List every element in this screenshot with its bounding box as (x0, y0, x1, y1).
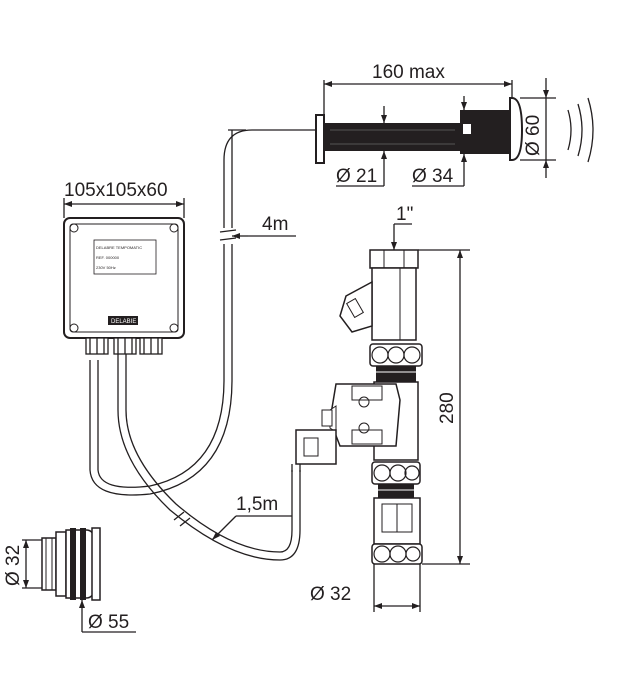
valve-height-label: 280 (437, 392, 458, 424)
wall-connector: Ø 32 Ø 55 (3, 527, 136, 633)
tube-small-diameter-label: Ø 21 (336, 166, 377, 187)
sensor-length-label: 160 max (372, 62, 445, 83)
box-label-line3: 230V 50Hz (96, 265, 116, 270)
outlet-nut (371, 543, 423, 565)
dim-outlet-diameter (373, 564, 421, 612)
dim-connector-outer (79, 600, 136, 633)
sensor-tube-small (324, 123, 460, 151)
dim-sensor-length (323, 80, 513, 118)
outlet-diameter-label: Ø 32 (310, 584, 351, 605)
control-box: DELABRE TEMPOMATIC REF. 000000 230V 50Hz… (63, 180, 185, 355)
sensor-diameter-label: Ø 60 (523, 115, 544, 156)
inlet-nut (369, 249, 419, 269)
box-screws (69, 223, 179, 333)
sensor-assembly: 160 max Ø 60 Ø 21 Ø 34 (315, 62, 594, 187)
detection-waves (567, 97, 594, 163)
dim-cable-short (211, 515, 292, 541)
dim-connector-inner (22, 539, 42, 589)
dim-sensor-diameter (520, 78, 556, 178)
cable-long-label: 4m (262, 214, 288, 235)
box-label-plate (93, 239, 157, 275)
cable-short-label: 1,5m (236, 494, 278, 515)
box-size-label: 105x105x60 (64, 180, 168, 201)
stopcock-body (371, 267, 417, 341)
connector-inner-label: Ø 32 (3, 545, 24, 586)
dim-box-size (63, 198, 185, 218)
cable-short (117, 354, 301, 561)
dim-cable-long (232, 233, 296, 239)
sensor-head (509, 97, 524, 161)
connector-outer-label: Ø 55 (88, 612, 129, 633)
dim-inlet-thread (391, 223, 412, 250)
box-label-line1: DELABRE TEMPOMATIC (96, 245, 142, 250)
box-label-line2: REF. 000000 (96, 255, 120, 260)
box-brand: DELABIE (111, 319, 136, 325)
dim-valve-height (418, 249, 470, 565)
valve-assembly: 1" 280 Ø 32 (291, 204, 470, 612)
inlet-thread-label: 1" (396, 204, 413, 225)
cable-glands (85, 337, 163, 355)
box-brand-plate (108, 316, 138, 325)
cable-long (89, 129, 316, 496)
dim-tube-large (412, 96, 467, 187)
dim-tube-small (336, 106, 387, 187)
tube-large-diameter-label: Ø 34 (412, 166, 454, 187)
sensor-flange (315, 114, 325, 164)
